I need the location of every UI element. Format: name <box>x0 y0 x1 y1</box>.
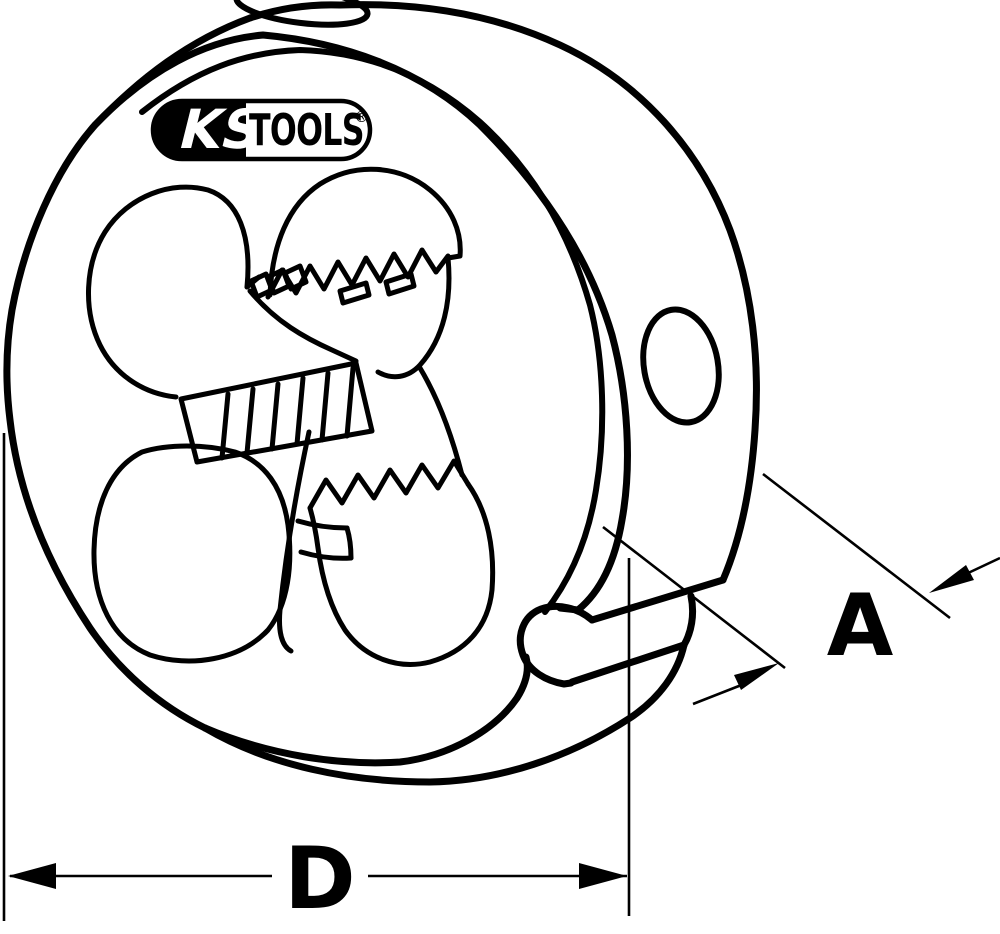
die-body <box>3 0 760 786</box>
arrowhead-lower-icon <box>734 663 779 690</box>
side-set-screw-hole <box>640 306 722 426</box>
thread-steps-lower <box>295 518 354 561</box>
registered-trademark-icon: ® <box>354 108 369 126</box>
arrow-leader-lower <box>692 682 745 706</box>
extension-line-front <box>602 525 786 670</box>
thickness-dimension: A <box>602 472 1000 706</box>
die-outer-silhouette <box>3 1 760 732</box>
logo-text-ks: KS <box>173 98 269 161</box>
brand-logo: KS TOOLS ® <box>150 98 373 162</box>
chip-hole-nw <box>86 184 251 400</box>
die-bottom-silhouette <box>201 641 688 786</box>
center-right-edge <box>417 365 465 478</box>
slot-end-lug <box>516 603 596 688</box>
thread-teeth-lower <box>307 458 471 511</box>
logo-text-tools: TOOLS <box>249 105 364 157</box>
chip-hole-se <box>307 481 496 667</box>
chip-hole-ne-tail <box>375 255 452 380</box>
logo-pill-black-half <box>153 101 246 159</box>
arrow-leader-upper <box>965 556 1000 576</box>
thickness-label: A <box>827 576 894 676</box>
arrowhead-left-icon <box>8 863 56 889</box>
chip-fragments-upper <box>337 271 417 306</box>
diameter-dimension: D <box>2 433 631 929</box>
die-front-face-bottom <box>201 653 531 767</box>
chip-hole-ne <box>267 166 463 298</box>
chip-hole-nw-shoulder <box>247 288 359 364</box>
extension-line-back <box>762 472 951 620</box>
center-left-edge <box>277 429 312 654</box>
arrowhead-right-icon <box>579 863 627 889</box>
diameter-label: D <box>284 829 355 929</box>
arrowhead-upper-icon <box>929 565 974 593</box>
chip-hole-sw <box>91 443 293 664</box>
thread-cutting-hole <box>86 166 496 667</box>
thread-teeth-upper <box>265 247 451 300</box>
thread-band <box>178 360 375 465</box>
chamfer-ring <box>139 47 606 615</box>
